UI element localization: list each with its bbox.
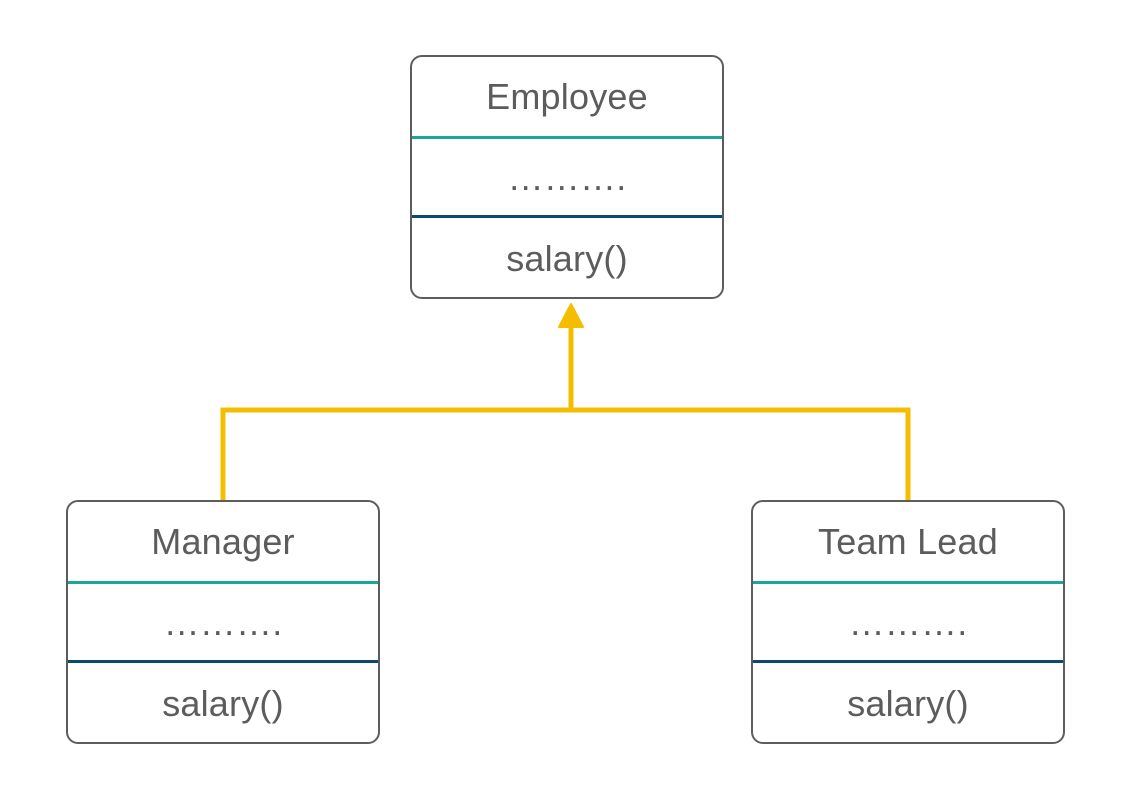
class-attributes: ………. [848,602,968,643]
class-operations: salary() [506,238,628,279]
class-name: Team Lead [818,521,998,562]
name-divider [68,581,378,584]
manager-class: Manager ………. salary() [66,500,380,744]
class-attributes: ………. [507,157,627,198]
name-divider [753,581,1063,584]
operations-divider [412,215,722,218]
employee-class: Employee ………. salary() [410,55,724,299]
inheritance-line-manager [220,407,571,500]
class-attributes: ………. [163,602,283,643]
class-operations: salary() [162,683,284,724]
inheritance-arrowhead [558,303,584,328]
class-operations: salary() [847,683,969,724]
team-lead-class: Team Lead ………. salary() [751,500,1065,744]
inheritance-line-team-lead [571,407,911,500]
class-name: Manager [151,521,295,562]
operations-divider [753,660,1063,663]
name-divider [412,136,722,139]
class-name: Employee [486,76,648,117]
operations-divider [68,660,378,663]
